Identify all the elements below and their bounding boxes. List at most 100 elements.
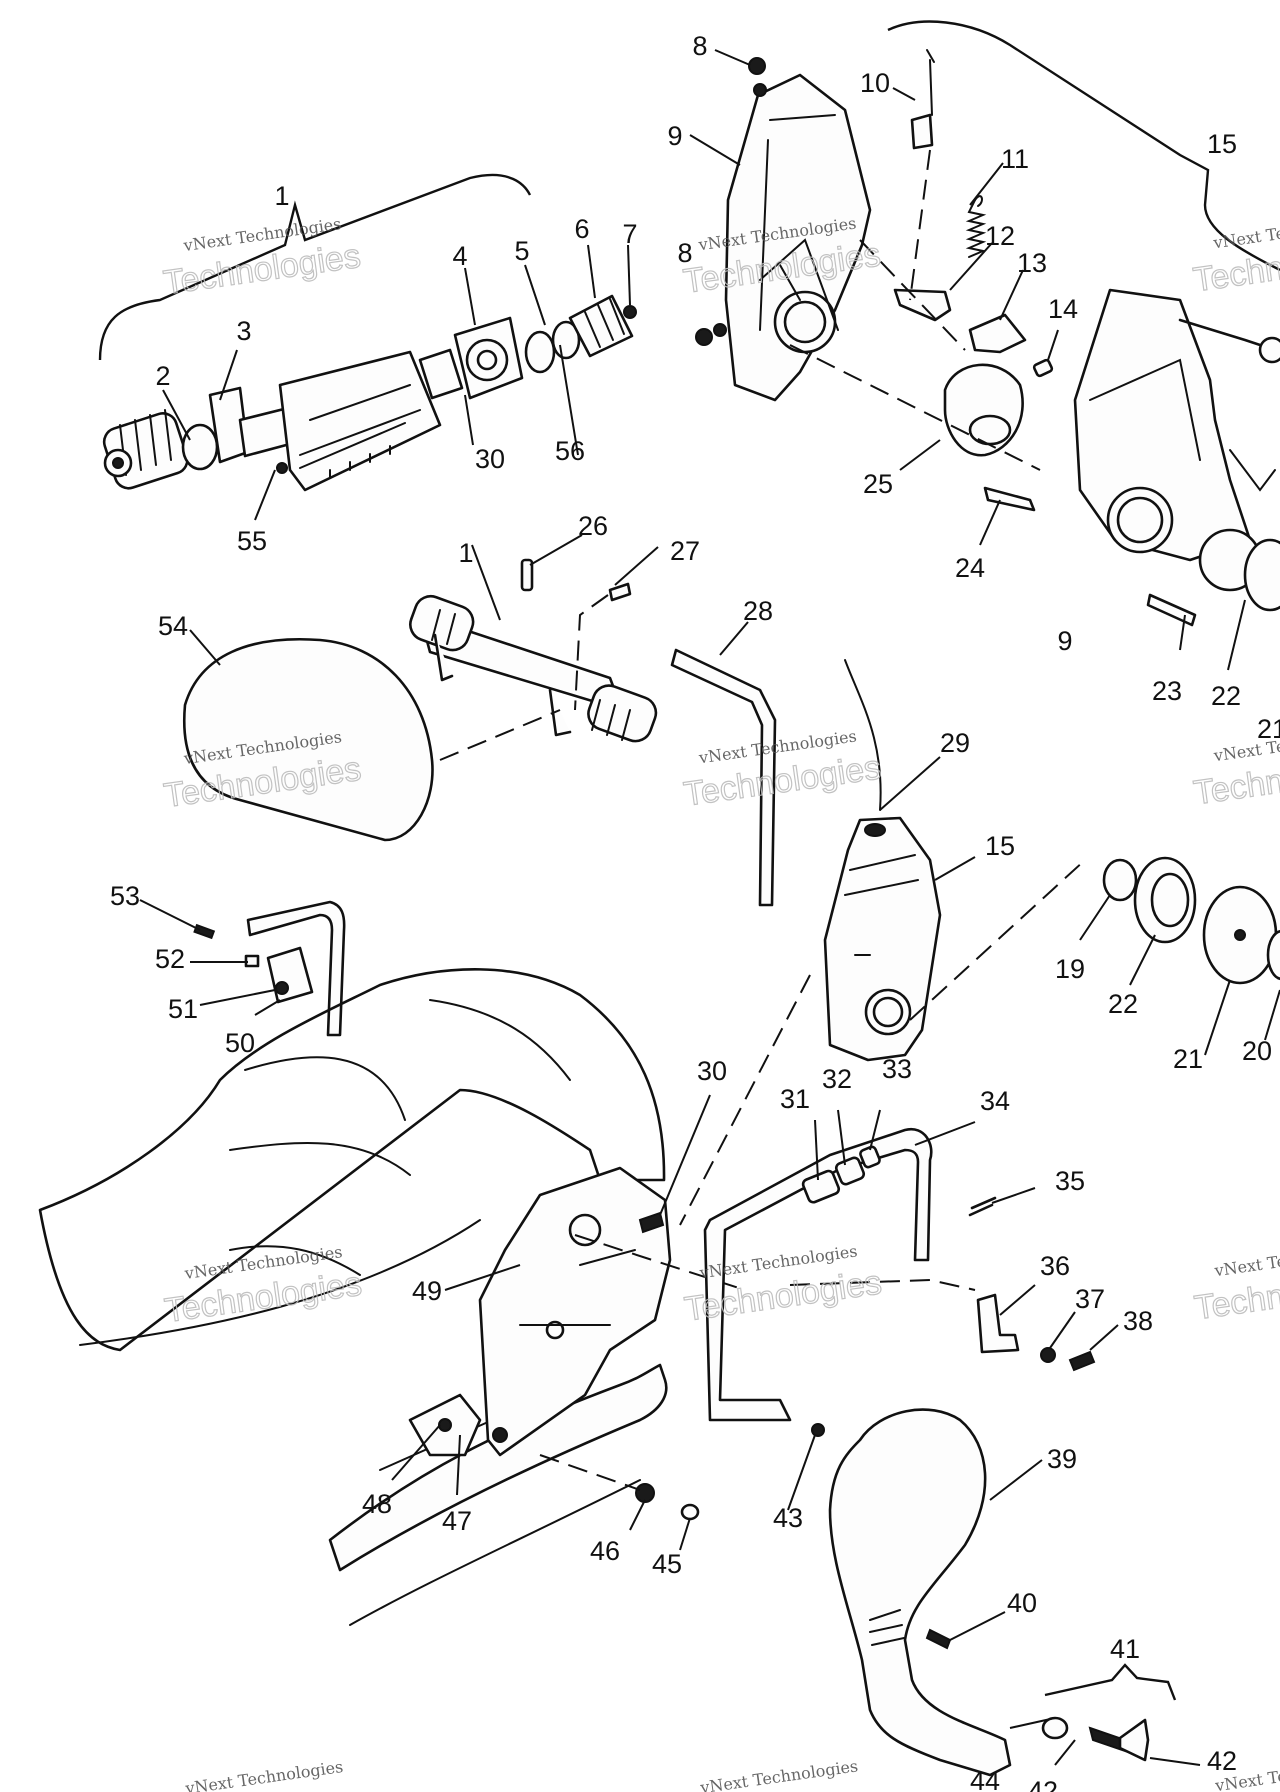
part-42-knob <box>1118 1718 1150 1762</box>
part-53-screw <box>193 923 216 940</box>
part-35-pin <box>968 1196 997 1217</box>
callout-21-bottom: 21 <box>1173 1044 1203 1074</box>
svg-text:vNext Technologies: vNext Technologies <box>698 1756 859 1792</box>
part-10-clip <box>910 113 934 150</box>
callout-34: 34 <box>980 1086 1010 1116</box>
callout-31: 31 <box>780 1084 810 1114</box>
seat-cushion <box>38 968 666 1352</box>
part-44-spacer <box>1041 1716 1069 1740</box>
recoil-cover-right <box>887 20 1280 627</box>
recoil-cover-left <box>695 49 1054 512</box>
callout-38: 38 <box>1123 1306 1153 1336</box>
callout-6: 6 <box>574 214 589 244</box>
part-15-cover <box>823 816 942 1062</box>
part-26-pin <box>520 558 534 592</box>
part-33-sleeve <box>859 1145 881 1169</box>
watermark-7: vNext Technologies Technologies <box>162 1242 365 1331</box>
callout-36: 36 <box>1040 1251 1070 1281</box>
callout-labels: 1 2 3 4 5 6 7 8 8 9 9 10 11 12 13 14 15 … <box>110 31 1280 1792</box>
callout-39: 39 <box>1047 1444 1077 1474</box>
part-40-bolt <box>925 1628 952 1650</box>
callout-35: 35 <box>1055 1166 1085 1196</box>
watermark-1: vNext Technologies Technologies <box>161 214 364 303</box>
callout-25: 25 <box>863 469 893 499</box>
part-24-bolt <box>983 486 1036 512</box>
callout-41: 41 <box>1110 1634 1140 1664</box>
watermark-3: vNext Technologies Technologies <box>1190 211 1280 300</box>
callout-20: 20 <box>1242 1036 1272 1066</box>
callout-32: 32 <box>822 1064 852 1094</box>
callout-42-bottom: 42 <box>1028 1776 1058 1792</box>
callout-30-top: 30 <box>475 444 505 474</box>
watermark-2: vNext Technologies Technologies <box>680 213 883 301</box>
callout-43-bottom: 43 <box>773 1503 803 1533</box>
part-11-spring <box>965 199 987 258</box>
callout-44: 44 <box>970 1766 1000 1792</box>
callout-15-top: 15 <box>1207 129 1237 159</box>
part-38-screw <box>1068 1350 1096 1372</box>
watermark-11: vNext Technologies <box>698 1756 859 1792</box>
callout-48: 48 <box>362 1489 392 1519</box>
part-37-nut <box>1040 1347 1056 1363</box>
seat-and-backrest <box>38 900 1177 1777</box>
callout-50: 50 <box>225 1028 255 1058</box>
callout-23: 23 <box>1152 676 1182 706</box>
brace-15 <box>887 20 1280 272</box>
left-handlebar-grip <box>409 594 475 652</box>
part-54-pad <box>182 638 434 842</box>
callout-14: 14 <box>1048 294 1078 324</box>
part-30-bolt <box>638 1211 665 1234</box>
part-5-ring <box>551 320 581 360</box>
callout-24: 24 <box>955 553 985 583</box>
callout-45: 45 <box>652 1549 682 1579</box>
part-2-washer <box>181 423 219 471</box>
part-45-washer <box>680 1503 700 1521</box>
callout-1-top: 1 <box>274 181 289 211</box>
callout-46: 46 <box>590 1536 620 1566</box>
callout-19: 19 <box>1055 954 1085 984</box>
callout-8-mid: 8 <box>677 238 692 268</box>
callout-22-mid: 22 <box>1108 989 1138 1019</box>
callout-52: 52 <box>155 944 185 974</box>
callout-26: 26 <box>578 511 608 541</box>
callout-2: 2 <box>155 361 170 391</box>
part-51-fitting <box>266 946 314 1004</box>
callout-15-mid: 15 <box>985 831 1015 861</box>
part-36-fitting <box>976 1293 1020 1354</box>
brace-41 <box>1044 1663 1177 1701</box>
part-7-pin <box>623 305 637 319</box>
watermark-9: vNext Technologies Technologies <box>1191 1239 1280 1328</box>
heater-housing <box>278 350 442 492</box>
callout-22-right: 22 <box>1211 681 1241 711</box>
callout-33: 33 <box>882 1054 912 1084</box>
callout-13: 13 <box>1017 248 1047 278</box>
part-46-nut <box>635 1483 655 1503</box>
seat-rail <box>328 1363 668 1572</box>
callout-9-top: 9 <box>667 121 682 151</box>
part-34-bar <box>703 1127 933 1422</box>
callout-54: 54 <box>158 611 188 641</box>
part-8-nut-mid <box>695 328 713 346</box>
callout-3: 3 <box>236 316 251 346</box>
part-13-pawl <box>968 313 1027 354</box>
svg-text:vNext Technologies: vNext Technologies <box>1212 1239 1280 1280</box>
right-handlebar-grip <box>587 684 658 743</box>
callout-27: 27 <box>670 536 700 566</box>
callout-51: 51 <box>168 994 198 1024</box>
grip-assembly <box>98 173 637 492</box>
callout-4: 4 <box>452 241 467 271</box>
rewind-cover <box>823 659 1280 1062</box>
callout-29: 29 <box>940 728 970 758</box>
part-56-washer <box>524 330 556 374</box>
callout-40: 40 <box>1007 1588 1037 1618</box>
part-20-washer <box>1266 929 1280 981</box>
part-19-washer <box>1102 858 1138 902</box>
handlebar-assembly <box>182 558 777 907</box>
part-29-cable <box>844 659 882 811</box>
part-43-bolt <box>811 1423 825 1437</box>
callout-28: 28 <box>743 596 773 626</box>
part-49-bracket <box>478 1166 672 1457</box>
part-14-pin <box>1032 358 1054 378</box>
callout-1-mid: 1 <box>458 538 473 568</box>
